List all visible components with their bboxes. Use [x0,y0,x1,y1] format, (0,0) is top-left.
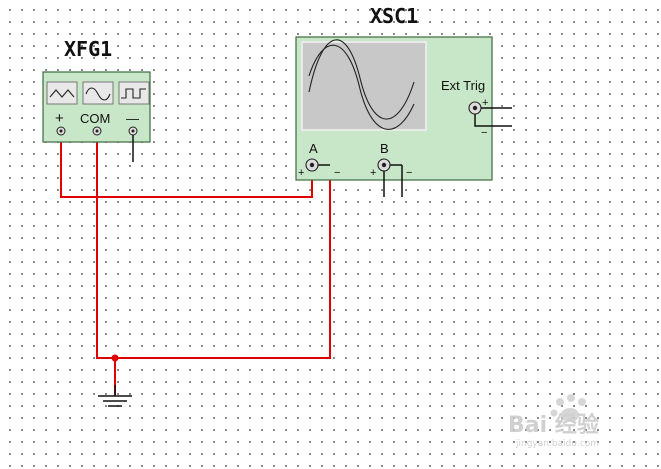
function-generator-name: XFG1 [64,37,112,61]
square-wave-icon [121,88,146,99]
triangle-wave-icon [49,89,75,98]
oscilloscope-xsc1[interactable]: XSC1 Ext Trig + − A + − B [295,4,512,197]
channel-a-minus: − [334,167,340,179]
wire-channel-a-minus-to-ground[interactable] [115,165,331,359]
sine-wave-icon [85,87,111,101]
channel-b-terminal[interactable]: + − [370,158,412,197]
terminal-com[interactable] [92,126,102,136]
paw-logo-icon [550,394,586,422]
square-wave-button[interactable] [118,81,150,105]
terminal-com-label: COM [80,111,110,126]
ext-trig-minus: − [481,127,487,139]
oscilloscope-name: XSC1 [370,4,418,28]
function-generator-xfg1[interactable]: XFG1 + COM — [42,37,151,162]
watermark-main: Bai 经验 [508,412,599,438]
terminal-minus[interactable] [128,126,138,162]
wire-junction[interactable] [111,354,119,362]
channel-a-label: A [309,141,318,156]
terminal-minus-label: — [126,111,139,126]
oscilloscope-screen [301,41,427,131]
ext-trig-plus: + [482,97,488,109]
ext-trig-label: Ext Trig [441,78,485,93]
channel-b-minus: − [406,167,412,179]
sine-trace-2 [308,44,415,130]
channel-b-label: B [380,141,389,156]
terminal-plus[interactable] [56,126,66,136]
ground-symbol[interactable] [98,385,132,407]
terminal-plus-label: + [55,110,64,127]
triangle-wave-button[interactable] [46,81,78,105]
sine-wave-button[interactable] [82,81,114,105]
channel-a-plus: + [298,167,304,179]
wires [60,130,331,395]
wire-xfg-plus-to-channel-a[interactable] [60,130,313,198]
ext-trig-terminal[interactable]: + − [468,97,512,139]
watermark-sub: jingyan.baidu.com [515,439,599,449]
channel-b-plus: + [370,167,376,179]
watermark: Bai 经验 jingyan.baidu.com [508,394,599,449]
channel-a-terminal[interactable]: + − [298,158,340,179]
wire-xfg-com-to-ground[interactable] [96,130,115,359]
